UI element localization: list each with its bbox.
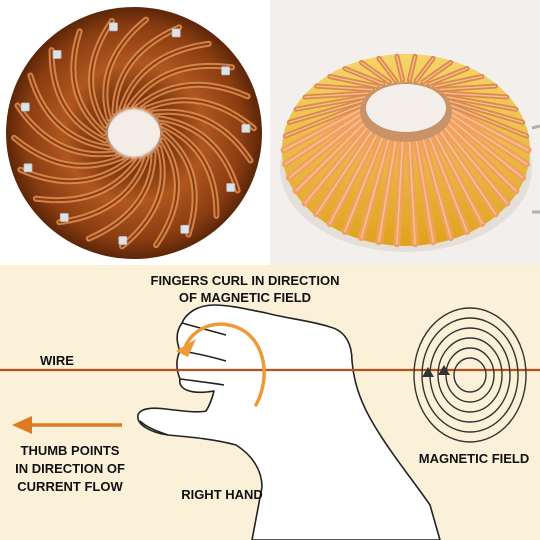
right-hand-icon: [137, 304, 441, 540]
thumb-label-line2: IN DIRECTION OF: [15, 461, 125, 476]
air-core-copper-coil-icon: [6, 7, 262, 259]
magnetic-field-icon: [413, 307, 527, 443]
current-arrow-icon: [12, 416, 122, 434]
thumb-label-line3: CURRENT FLOW: [17, 479, 123, 494]
fingers-label-line1: FINGERS CURL IN DIRECTION: [151, 273, 340, 288]
thumb-label-line1: THUMB POINTS: [21, 443, 120, 458]
right-hand-label: RIGHT HAND: [181, 487, 263, 502]
magnetic-field-label: MAGNETIC FIELD: [419, 451, 530, 466]
wire-label: WIRE: [40, 353, 74, 368]
copper-coil-photo: [0, 0, 268, 265]
right-hand-rule-diagram: FINGERS CURL IN DIRECTION OF MAGNETIC FI…: [0, 265, 540, 540]
curl-arrow-icon: [176, 322, 266, 407]
toroidal-inductor-icon: [280, 53, 540, 252]
fingers-label-line2: OF MAGNETIC FIELD: [179, 290, 311, 305]
toroid-photo: [270, 0, 540, 265]
